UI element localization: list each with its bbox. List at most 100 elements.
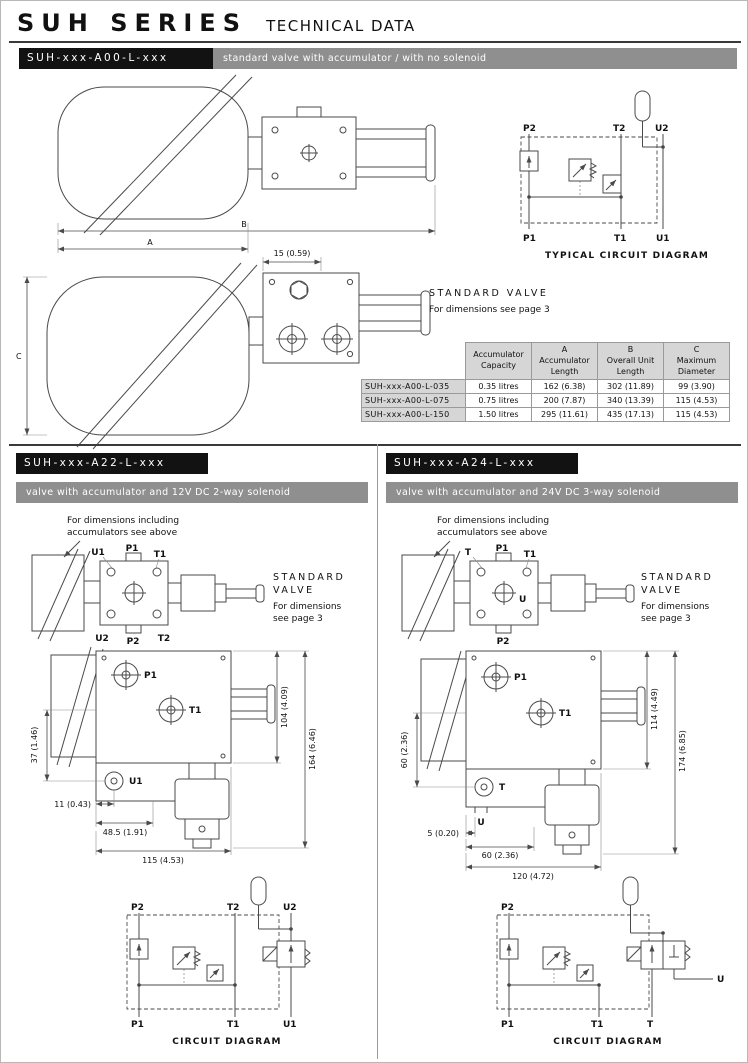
standard-valve-note-1: For dimensions [273,602,342,612]
dim-left-label: 37 (1.46) [30,727,39,764]
accumulator-stub [31,548,91,642]
cell-a: 162 (6.38) [531,379,598,395]
dim-w3: 120 (4.72) [465,773,602,881]
hose-fitting [356,124,436,182]
dim-left: 60 (2.36) [400,712,475,788]
accumulator-stub-front [50,646,104,768]
dim-offset-label: 15 (0.59) [274,249,311,258]
dim-total-height-label: 164 (6.46) [308,728,317,770]
port-label-t1: T1 [559,709,571,719]
port-label-t1: T1 [227,1020,239,1030]
hose-fitting-a22 [231,684,276,724]
port-label-t1: T1 [154,550,166,560]
port-label-t: T [647,1020,654,1030]
hose-fitting-front [359,290,431,336]
port-label-p2: P2 [127,637,140,647]
dim-total-height: 164 (6.46) [233,650,317,849]
solenoid-valve-symbol [262,940,311,968]
port-label-u1: U1 [283,1020,297,1030]
port-label-t: T [465,548,472,558]
standard-valve-note-2: see page 3 [641,614,691,624]
note-line-1: For dimensions including [437,516,550,526]
note-a22: For dimensions including accumulators se… [67,515,179,539]
col-header-a: A Accumulator Length [531,341,598,381]
cell-c: 99 (3.90) [663,379,730,395]
standard-valve-note-a24: STANDARD VALVE For dimensions see page 3 [641,571,713,625]
accumulator-symbol [250,876,293,931]
accumulator-stub [401,548,461,642]
dim-w1-label: 5 (0.20) [427,829,459,838]
circuit-diagram-a24: P2 [496,876,724,1030]
solenoid-front [544,768,600,855]
circuit-lines [527,134,664,229]
solenoid-front [174,762,230,849]
accumulator-body-front [46,262,258,450]
circuit-title-a24: CIRCUIT DIAGRAM [553,1037,663,1047]
cell-b: 340 (13.39) [597,393,664,409]
circuit-lines [137,913,292,1017]
page-header: SUH SERIES TECHNICAL DATA [17,9,416,37]
standard-valve-title-1: STANDARD [273,572,346,583]
valve-block-front [248,272,360,364]
model-badge-a00: SUH-xxx-A00-L-xxx [19,48,213,69]
standard-valve-note-1: For dimensions [641,602,710,612]
dim-c: C [16,276,47,436]
section-divider [9,444,741,446]
table-corner-cell [361,342,466,380]
dim-left-label: 60 (2.36) [400,732,409,769]
port-label-u1: U1 [91,548,105,558]
check-valve-symbol [129,938,149,960]
port-label-p1: P1 [126,544,139,554]
relief-valve-symbol-2 [206,964,224,982]
drawing-side-view-a00: B A [57,74,436,253]
port-label-t1: T1 [524,550,536,560]
dim-block-height: 104 (4.09) [233,650,289,764]
dim-block-height: 114 (4.49) [603,650,659,770]
cell-model: SUH-xxx-A00-L-075 [361,393,466,409]
note-a24: For dimensions including accumulators se… [437,515,549,539]
accumulator-symbol [634,90,665,149]
port-label-p1: P1 [501,1020,514,1030]
dimensions-table: Accumulator Capacity A Accumulator Lengt… [361,341,730,423]
cell-capacity: 0.35 litres [465,379,532,395]
standard-valve-title-2: VALVE [641,585,683,596]
cell-model: SUH-xxx-A00-L-035 [361,379,466,395]
description-bar-a22: valve with accumulator and 12V DC 2-way … [16,482,368,503]
dim-w2: 48.5 (1.91) [95,801,154,837]
port-label-t1: T1 [591,1020,603,1030]
port-label-t1: T1 [189,706,201,716]
relief-valve-symbol-2 [602,174,622,194]
dim-w3-label: 115 (4.53) [142,856,184,865]
valve-block-top [453,552,539,634]
cell-c: 115 (4.53) [663,407,730,423]
port-label-u1: U1 [656,234,670,244]
accumulator-body [57,74,253,236]
dim-offset-15: 15 (0.59) [262,249,322,271]
description-bar-a24: valve with accumulator and 24V DC 3-way … [386,482,738,503]
port-label-p1: P1 [131,1020,144,1030]
relief-valve-symbol-2 [576,964,594,982]
port-label-u1: U1 [129,777,143,787]
port-label-u2: U2 [95,634,109,644]
front-view-a24: P1 T1 T U 114 (4.49) [400,650,687,881]
drawing-front-view-a00: 15 (0.59) [16,249,431,450]
page-title: SUH SERIES [17,9,247,37]
table-row: SUH-xxx-A00-L-150 1.50 litres 295 (11.61… [361,407,730,423]
port-label-p2: P2 [497,637,510,647]
cell-c: 115 (4.53) [663,393,730,409]
top-view-a22: U1 P1 T1 U2 P2 T2 [31,540,265,647]
dim-block-height-label: 114 (4.49) [650,688,659,730]
port-label-t1: T1 [614,234,626,244]
main-block [95,650,232,764]
port-label-u: U [717,975,724,985]
dim-w2-label: 60 (2.36) [482,851,519,860]
port-label-p1: P1 [144,671,157,681]
solenoid-top [537,574,635,612]
table-row: SUH-xxx-A00-L-075 0.75 litres 200 (7.87)… [361,393,730,409]
dim-block-height-label: 104 (4.09) [280,686,289,728]
cell-a: 200 (7.87) [531,393,598,409]
port-label-t: T [499,783,506,793]
page-subtitle: TECHNICAL DATA [266,17,416,35]
col-header-capacity: Accumulator Capacity [465,341,532,381]
